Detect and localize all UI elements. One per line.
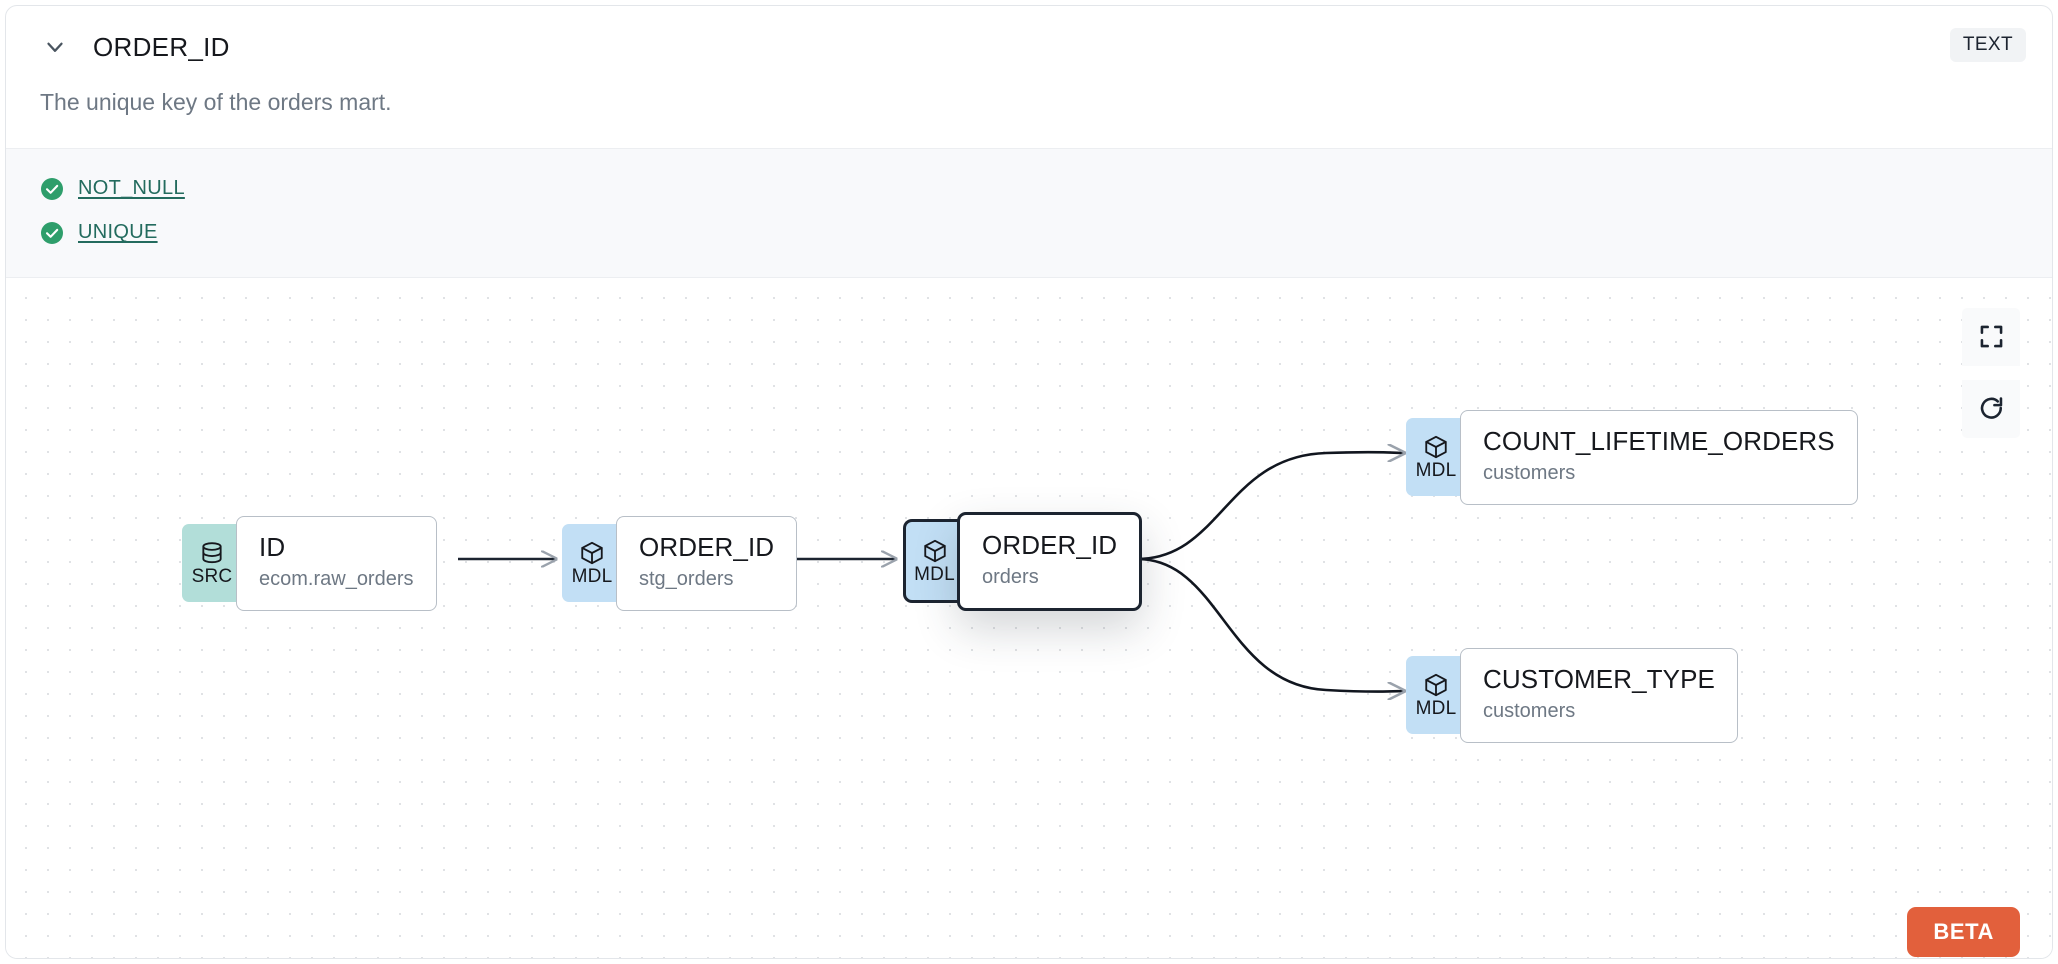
test-row: NOT_NULL: [40, 167, 2018, 211]
node-name: COUNT_LIFETIME_ORDERS: [1483, 425, 1835, 456]
node-kind-label: MDL: [571, 566, 613, 588]
node-body: COUNT_LIFETIME_ORDERS customers: [1460, 409, 1858, 505]
node-kind-badge-src: SRC: [182, 524, 242, 603]
node-body: ORDER_ID stg_orders: [616, 515, 798, 611]
cube-icon: [923, 540, 946, 563]
node-name: CUSTOMER_TYPE: [1483, 663, 1715, 694]
fit-view-button[interactable]: [1962, 307, 2020, 366]
column-description: The unique key of the orders mart.: [40, 89, 392, 115]
lineage-controls: [1962, 307, 2020, 438]
cube-icon: [1425, 436, 1447, 459]
node-name: ORDER_ID: [639, 531, 775, 562]
chevron-down-icon[interactable]: [40, 32, 70, 62]
node-kind-badge-mdl: MDL: [1406, 418, 1466, 497]
node-kind-label: MDL: [1415, 460, 1457, 482]
test-row: UNIQUE: [40, 211, 2018, 255]
edge-orders-to-count: [1136, 452, 1404, 561]
lineage-canvas[interactable]: SRC ID ecom.raw_orders MDL: [6, 277, 2052, 959]
refresh-icon: [1980, 397, 2002, 420]
lineage-node-src-id[interactable]: SRC ID ecom.raw_orders: [182, 515, 437, 611]
cube-icon: [581, 542, 603, 565]
node-source: customers: [1483, 699, 1576, 722]
test-link-unique[interactable]: UNIQUE: [78, 221, 158, 244]
reset-button[interactable]: [1962, 379, 2020, 438]
node-kind-label: MDL: [914, 564, 955, 586]
edge-orders-to-customer-type: [1136, 557, 1404, 692]
test-link-not-null[interactable]: NOT_NULL: [78, 177, 185, 200]
node-source: ecom.raw_orders: [259, 567, 414, 590]
node-kind-badge-mdl: MDL: [562, 524, 622, 603]
node-kind-badge-mdl: MDL: [903, 519, 963, 604]
column-detail-card: ORDER_ID TEXT The unique key of the orde…: [5, 5, 2053, 959]
beta-badge[interactable]: BETA: [1907, 906, 2020, 957]
node-source: stg_orders: [639, 567, 734, 590]
node-name: ID: [259, 531, 286, 562]
node-body: ORDER_ID orders: [957, 511, 1143, 611]
card-header: ORDER_ID TEXT: [6, 6, 2052, 88]
node-kind-label: SRC: [191, 566, 233, 588]
node-kind-badge-mdl: MDL: [1406, 656, 1466, 735]
page-title: ORDER_ID: [93, 31, 230, 62]
lineage-node-count-lifetime-orders[interactable]: MDL COUNT_LIFETIME_ORDERS customers: [1406, 409, 1858, 505]
node-body: ID ecom.raw_orders: [236, 515, 437, 611]
lineage-node-customer-type[interactable]: MDL CUSTOMER_TYPE customers: [1406, 647, 1738, 743]
tests-section: NOT_NULL UNIQUE: [6, 147, 2052, 278]
check-circle-icon: [41, 221, 63, 244]
column-type-badge: TEXT: [1949, 28, 2026, 62]
lineage-node-orders[interactable]: MDL ORDER_ID orders: [903, 511, 1143, 611]
node-name: ORDER_ID: [982, 529, 1118, 560]
node-source: orders: [982, 565, 1039, 588]
cube-icon: [1425, 674, 1447, 697]
node-kind-label: MDL: [1415, 698, 1457, 720]
lineage-node-stg-orders[interactable]: MDL ORDER_ID stg_orders: [562, 515, 798, 611]
node-body: CUSTOMER_TYPE customers: [1460, 647, 1738, 743]
check-circle-icon: [41, 177, 63, 200]
lineage-edges: [458, 278, 2052, 959]
expand-icon: [1980, 326, 2002, 348]
node-source: customers: [1483, 461, 1576, 484]
database-icon: [202, 542, 222, 564]
